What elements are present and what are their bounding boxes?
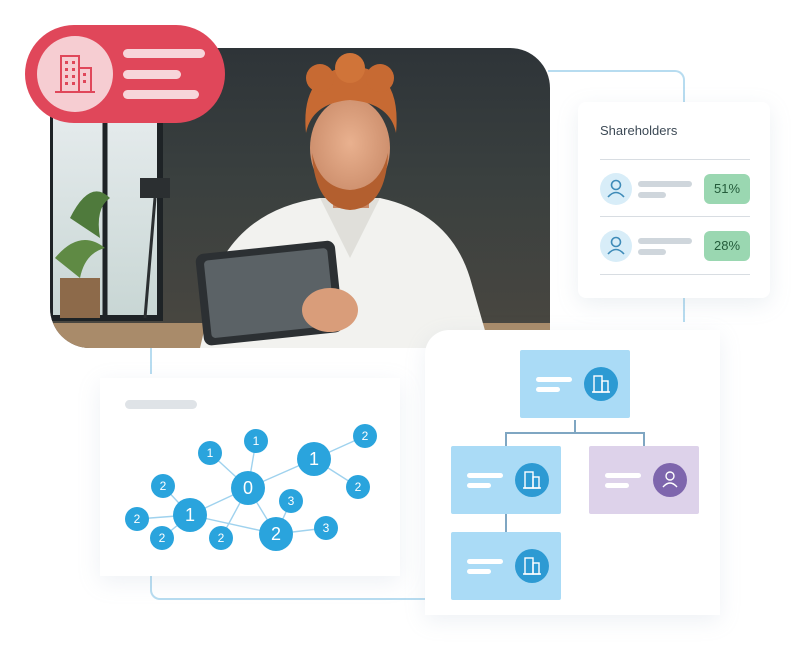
network-node[interactable]: [314, 516, 338, 540]
org-node-company[interactable]: [520, 350, 630, 418]
shareholder-row[interactable]: 28%: [600, 216, 750, 275]
person-with-tablet-image: [50, 53, 550, 348]
network-node-label: 0: [243, 478, 253, 498]
building-icon: [515, 463, 549, 497]
network-node[interactable]: [353, 424, 377, 448]
badge-line-3: [123, 90, 199, 99]
org-node-line: [467, 473, 503, 478]
shareholder-detail-placeholder: [638, 192, 666, 198]
network-node-label: 1: [207, 446, 214, 460]
network-node-label: 3: [323, 521, 330, 535]
network-node[interactable]: [151, 474, 175, 498]
network-node[interactable]: [346, 475, 370, 499]
network-graph-card: 0 1 1 1 1 2 2 2 2 2 2 2 3 3: [100, 378, 400, 576]
shareholder-percent: 51%: [704, 174, 750, 204]
org-connector: [505, 514, 507, 532]
user-icon: [653, 463, 687, 497]
network-node-label: 2: [355, 480, 362, 494]
network-node-label: 2: [160, 479, 167, 493]
network-node-label: 2: [271, 524, 281, 544]
network-node-label: 1: [185, 505, 195, 525]
network-node[interactable]: [198, 441, 222, 465]
network-node[interactable]: [150, 526, 174, 550]
shareholder-name-placeholder: [638, 238, 692, 244]
shareholder-row[interactable]: 51%: [600, 159, 750, 217]
network-graph: 0 1 1 1 1 2 2 2 2 2 2 2 3 3: [125, 424, 377, 551]
user-icon: [600, 173, 632, 205]
connector-top-right: [548, 70, 685, 102]
org-node-line: [605, 473, 641, 478]
network-node-label: 3: [288, 494, 295, 508]
network-node-label: 2: [362, 429, 369, 443]
org-node-company[interactable]: [451, 446, 561, 514]
network-node[interactable]: [259, 517, 293, 551]
network-node[interactable]: [209, 526, 233, 550]
building-icon: [37, 36, 113, 112]
org-node-line: [467, 483, 491, 488]
shareholder-percent: 28%: [704, 231, 750, 261]
network-node[interactable]: [231, 471, 265, 505]
building-icon: [515, 549, 549, 583]
network-node-label: 1: [309, 449, 319, 469]
network-node[interactable]: [125, 507, 149, 531]
org-connector: [574, 420, 576, 432]
badge-line-1: [123, 49, 205, 58]
network-node[interactable]: [279, 489, 303, 513]
shareholder-name-placeholder: [638, 181, 692, 187]
network-node-label: 2: [159, 531, 166, 545]
connector-left: [150, 348, 152, 374]
network-node-label: 2: [218, 531, 225, 545]
org-node-line: [467, 559, 503, 564]
org-node-line: [536, 377, 572, 382]
org-node-line: [536, 387, 560, 392]
company-badge: [25, 25, 225, 123]
network-node[interactable]: [173, 498, 207, 532]
org-connector: [505, 432, 645, 434]
badge-line-2: [123, 70, 181, 79]
org-connector: [505, 432, 507, 446]
shareholder-detail-placeholder: [638, 249, 666, 255]
org-node-line: [605, 483, 629, 488]
org-node-line: [467, 569, 491, 574]
user-icon: [600, 230, 632, 262]
connector-bottom: [150, 576, 427, 600]
network-node-label: 1: [253, 434, 260, 448]
building-icon: [584, 367, 618, 401]
network-node[interactable]: [297, 442, 331, 476]
network-node[interactable]: [244, 429, 268, 453]
connector-right: [683, 298, 685, 322]
network-title-placeholder: [125, 400, 197, 409]
hero-photo: [50, 48, 550, 348]
shareholders-card: Shareholders 51% 28%: [578, 102, 770, 298]
network-node-label: 2: [134, 512, 141, 526]
org-chart-card: [425, 330, 720, 615]
shareholders-title: Shareholders: [600, 123, 678, 138]
org-node-company[interactable]: [451, 532, 561, 600]
org-node-person[interactable]: [589, 446, 699, 514]
org-connector: [643, 432, 645, 446]
